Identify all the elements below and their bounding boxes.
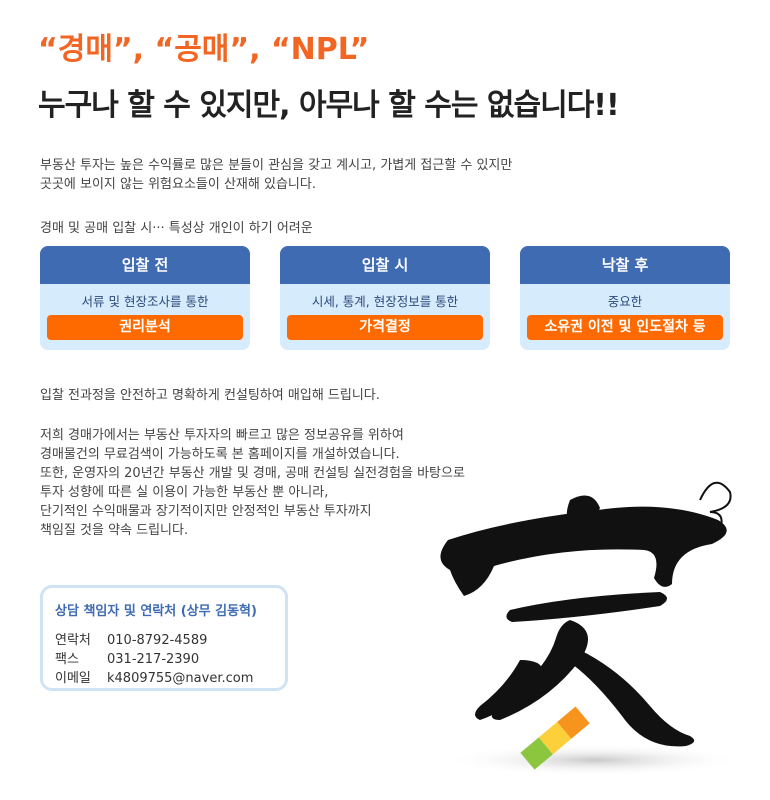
card-subtitle: 시세, 통계, 현장정보를 통한 xyxy=(311,294,459,309)
card-pill: 권리분석 xyxy=(47,315,243,340)
intro-line: 부동산 투자는 높은 수익률로 많은 분들이 관심을 갖고 계시고, 가볍게 접… xyxy=(40,158,513,173)
about-line: 단기적인 수익매물과 장기적이지만 안정적인 부동산 투자까지 xyxy=(40,504,372,519)
card-subtitle: 서류 및 현장조사를 통한 xyxy=(81,294,209,309)
calligraphy-house-icon xyxy=(440,481,745,776)
about-text: 저희 경매가에서는 부동산 투자자의 빠르고 많은 정보공유를 위하여 경매물건… xyxy=(40,426,465,540)
about-line: 책임질 것을 약속 드립니다. xyxy=(40,523,189,538)
headline-main: 누구나 할 수 있지만, 아무나 할 수는 없습니다!! xyxy=(38,88,620,123)
fax-value: 031-217-2390 xyxy=(107,652,200,667)
card-pill: 소유권 이전 및 인도절차 등 xyxy=(527,315,723,340)
headline-orange: “경매”, “공매”, “NPL” xyxy=(38,32,370,67)
card-subtitle: 중요한 xyxy=(607,294,643,309)
contact-fax-row: 팩스 031-217-2390 xyxy=(55,648,199,667)
card-title: 입찰 시 xyxy=(280,246,490,284)
fax-label: 팩스 xyxy=(55,652,79,667)
phone-value[interactable]: 010-8792-4589 xyxy=(107,633,208,648)
intro-line: 곳곳에 보이지 않는 위험요소들이 산재해 있습니다. xyxy=(40,177,316,192)
difficulty-text: 경매 및 공매 입찰 시··· 특성상 개인이 하기 어려운 xyxy=(40,221,313,236)
email-label: 이메일 xyxy=(55,671,91,686)
contact-title: 상담 책임자 및 연락처 (상무 김동혁) xyxy=(55,604,257,619)
card-during-bid: 입찰 시 시세, 통계, 현장정보를 통한 가격결정 xyxy=(280,246,490,350)
card-pill: 가격결정 xyxy=(287,315,483,340)
about-line: 경매물건의 무료검색이 가능하도록 본 홈페이지를 개설하였습니다. xyxy=(40,447,400,462)
about-line: 저희 경매가에서는 부동산 투자자의 빠르고 많은 정보공유를 위하여 xyxy=(40,428,404,443)
card-title: 입찰 전 xyxy=(40,246,250,284)
about-line: 투자 성향에 따른 실 이용이 가능한 부동산 뿐 아니라, xyxy=(40,485,329,500)
card-title: 낙찰 후 xyxy=(520,246,730,284)
card-after-bid: 낙찰 후 중요한 소유권 이전 및 인도절차 등 xyxy=(520,246,730,350)
phone-label: 연락처 xyxy=(55,633,91,648)
consult-text: 입찰 전과정을 안전하고 명확하게 컨설팅하여 매입해 드립니다. xyxy=(40,388,380,403)
contact-email-row: 이메일 k4809755@naver.com xyxy=(55,667,253,686)
card-before-bid: 입찰 전 서류 및 현장조사를 통한 권리분석 xyxy=(40,246,250,350)
about-line: 또한, 운영자의 20년간 부동산 개발 및 경매, 공매 컨설팅 실전경험을 … xyxy=(40,466,465,481)
contact-phone-row: 연락처 010-8792-4589 xyxy=(55,629,207,648)
intro-text: 부동산 투자는 높은 수익률로 많은 분들이 관심을 갖고 계시고, 가볍게 접… xyxy=(40,156,512,194)
contact-box: 상담 책임자 및 연락처 (상무 김동혁) 연락처 010-8792-4589 팩… xyxy=(40,585,288,691)
email-value[interactable]: k4809755@naver.com xyxy=(107,671,254,686)
